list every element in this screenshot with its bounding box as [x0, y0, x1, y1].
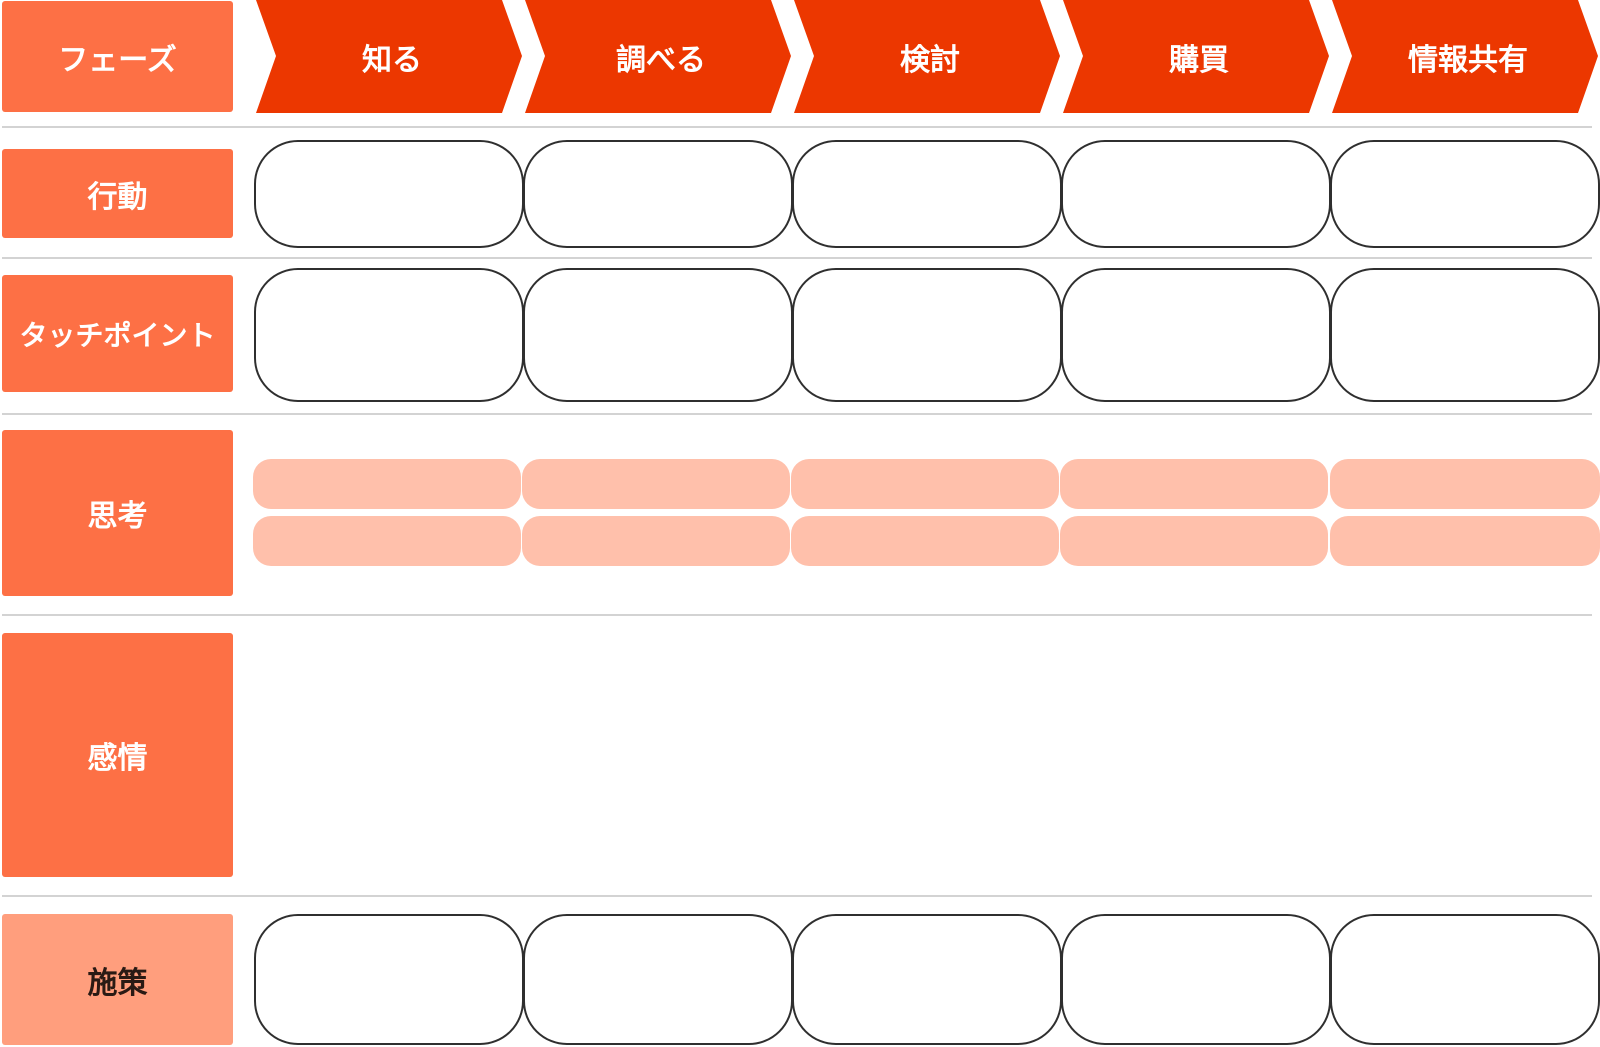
divider — [2, 895, 1592, 897]
row-label-measure-text: 施策 — [87, 965, 148, 1001]
measure-cell-4[interactable] — [1061, 914, 1331, 1045]
thinking-pill-bottom-5[interactable] — [1330, 516, 1600, 566]
action-cell-3[interactable] — [792, 140, 1062, 248]
touchpoint-cell-2[interactable] — [523, 268, 793, 402]
touchpoint-cell-1[interactable] — [254, 268, 524, 402]
thinking-pill-top-3[interactable] — [791, 459, 1059, 509]
phase-arrow-2-shape — [525, 0, 791, 113]
row-label-emotion: 感情 — [2, 633, 233, 877]
touchpoint-cell-3[interactable] — [792, 268, 1062, 402]
phase-arrow-1: 知る — [254, 0, 522, 113]
measure-cell-3[interactable] — [792, 914, 1062, 1045]
phase-arrow-1-shape — [256, 0, 522, 113]
row-label-phase: フェーズ — [2, 1, 233, 112]
phase-arrow-3-shape — [794, 0, 1060, 113]
thinking-pill-bottom-2[interactable] — [522, 516, 790, 566]
touchpoint-cell-5[interactable] — [1330, 268, 1600, 402]
row-label-touchpoint-text: タッチポイント — [19, 318, 216, 352]
phase-arrow-4: 購買 — [1061, 0, 1329, 113]
row-label-emotion-text: 感情 — [87, 741, 148, 776]
action-cell-4[interactable] — [1061, 140, 1331, 248]
measure-cell-1[interactable] — [254, 914, 524, 1045]
touchpoint-cell-4[interactable] — [1061, 268, 1331, 402]
thinking-pill-bottom-3[interactable] — [791, 516, 1059, 566]
thinking-pill-top-1[interactable] — [253, 459, 521, 509]
divider — [2, 614, 1592, 616]
thinking-pill-bottom-1[interactable] — [253, 516, 521, 566]
thinking-pill-top-4[interactable] — [1060, 459, 1328, 509]
row-label-thinking: 思考 — [2, 430, 233, 596]
row-label-action: 行動 — [2, 149, 233, 238]
row-label-action-text: 行動 — [87, 179, 148, 215]
divider — [2, 257, 1592, 259]
row-label-touchpoint: タッチポイント — [2, 275, 233, 392]
thinking-pill-top-5[interactable] — [1330, 459, 1600, 509]
row-label-phase-text: フェーズ — [58, 42, 177, 78]
phase-arrow-5-shape — [1332, 0, 1598, 113]
phase-arrow-3: 検討 — [792, 0, 1060, 113]
phase-arrow-4-label: 購買 — [1169, 42, 1229, 78]
thinking-pill-top-2[interactable] — [522, 459, 790, 509]
measure-cell-5[interactable] — [1330, 914, 1600, 1045]
measure-cell-2[interactable] — [523, 914, 793, 1045]
thinking-pill-bottom-4[interactable] — [1060, 516, 1328, 566]
phase-arrow-2: 調べる — [523, 0, 791, 113]
phase-arrow-1-label: 知る — [362, 42, 422, 78]
action-cell-1[interactable] — [254, 140, 524, 248]
row-label-measure: 施策 — [2, 914, 233, 1045]
divider — [2, 126, 1592, 128]
phase-arrow-5-label: 情報共有 — [1408, 42, 1528, 78]
action-cell-5[interactable] — [1330, 140, 1600, 248]
action-cell-2[interactable] — [523, 140, 793, 248]
phase-arrow-3-label: 検討 — [900, 42, 960, 78]
phase-arrow-5: 情報共有 — [1330, 0, 1598, 113]
divider — [2, 413, 1592, 415]
phase-arrow-4-shape — [1063, 0, 1329, 113]
row-label-thinking-text: 思考 — [87, 499, 148, 534]
phase-arrow-2-label: 調べる — [616, 42, 706, 78]
